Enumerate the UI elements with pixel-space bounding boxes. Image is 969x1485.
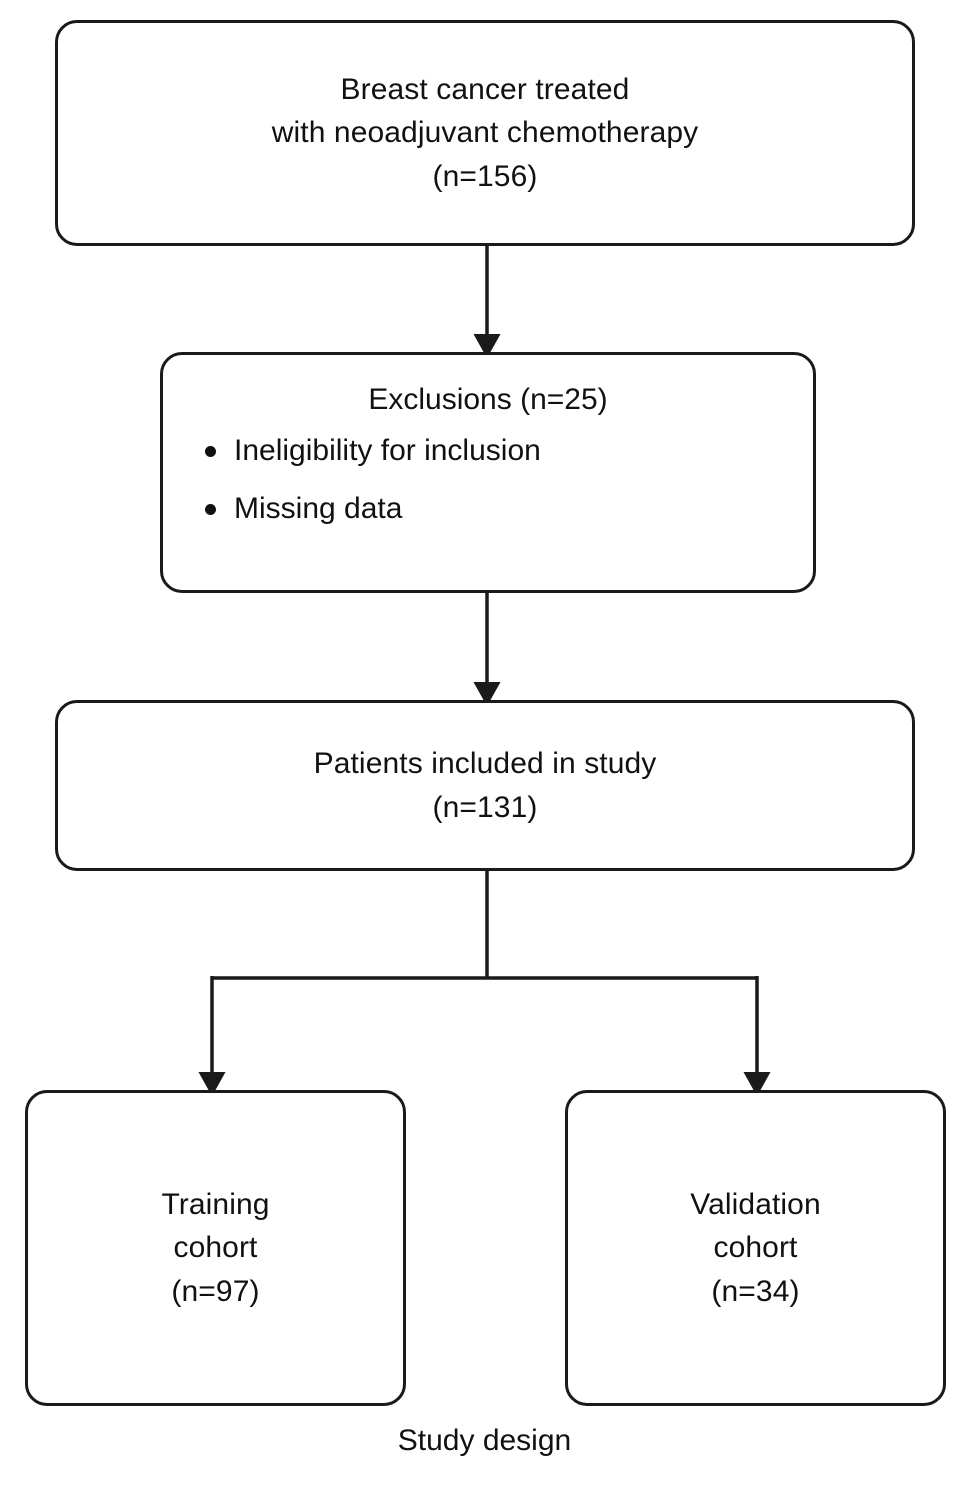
figure-caption: Study design [397, 1424, 572, 1457]
node-included-line-1: Patients included in study [313, 747, 657, 780]
exclusion-reason-label: Ineligibility for inclusion [234, 434, 541, 467]
exclusion-reason-list: Ineligibility for inclusion Missing data [163, 433, 813, 549]
node-training-line-2: cohort [173, 1231, 258, 1265]
node-source-line-3: (n=156) [432, 159, 538, 193]
node-source-line-2: with neoadjuvant chemotherapy [271, 116, 699, 150]
exclusion-reason-label: Missing data [234, 492, 403, 525]
node-validation-line-2: cohort [713, 1231, 798, 1265]
node-patients-included: Patients included in study (n=131) [55, 700, 915, 871]
node-training-line-1: Training [161, 1187, 270, 1221]
node-included-line-2: (n=131) [432, 790, 538, 824]
node-source-line-1: Breast cancer treated [340, 72, 630, 106]
bullet-dot-icon [205, 503, 216, 515]
node-validation-cohort: Validation cohort (n=34) [565, 1090, 946, 1406]
list-item: Ineligibility for inclusion [205, 433, 813, 469]
node-exclusions-heading: Exclusions (n=25) [368, 383, 608, 416]
node-training-cohort: Training cohort (n=97) [25, 1090, 406, 1406]
node-validation-line-3: (n=34) [711, 1274, 800, 1308]
node-source-cohort: Breast cancer treated with neoadjuvant c… [55, 20, 915, 246]
list-item: Missing data [205, 491, 813, 527]
node-validation-line-1: Validation [690, 1187, 821, 1221]
node-exclusions: Exclusions (n=25) Ineligibility for incl… [160, 352, 816, 593]
node-training-line-3: (n=97) [171, 1274, 260, 1308]
bullet-dot-icon [205, 445, 216, 457]
